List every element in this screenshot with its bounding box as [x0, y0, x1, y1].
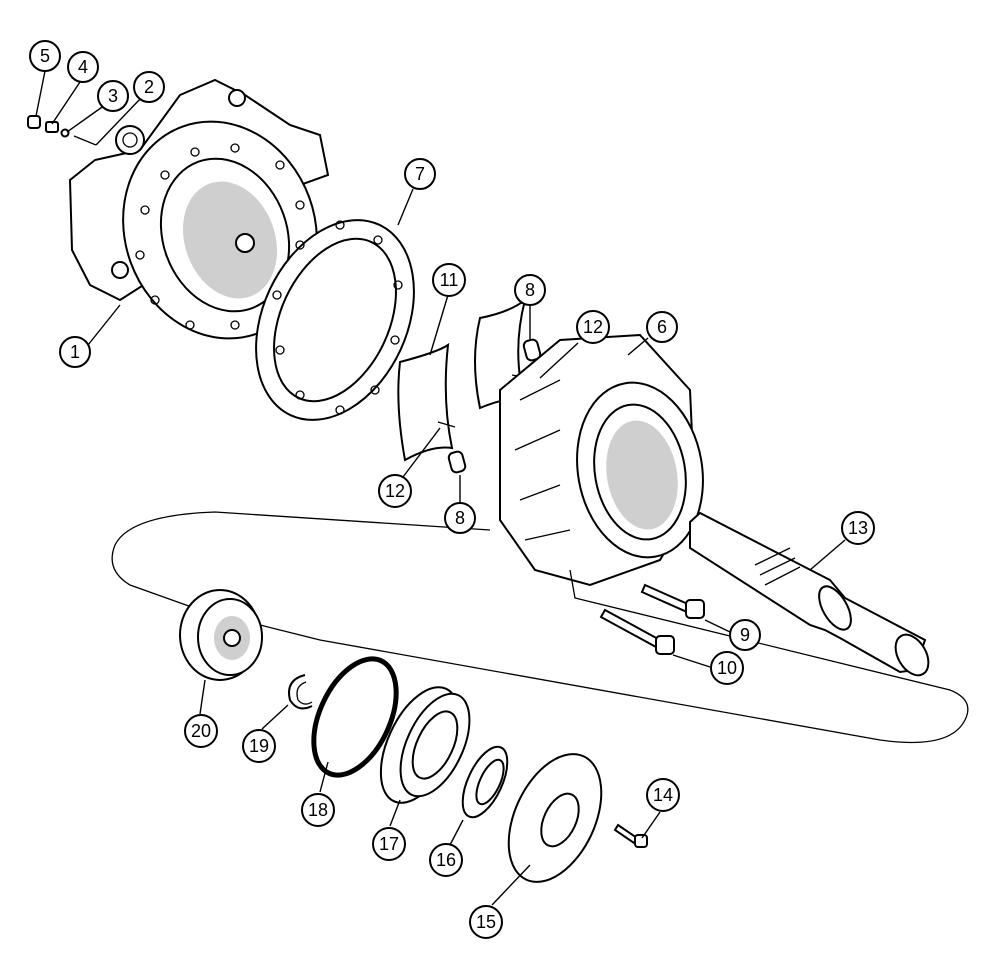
callout-8-lower: 8 — [444, 502, 476, 534]
callout-6: 6 — [646, 311, 678, 343]
callout-label: 10 — [717, 658, 737, 678]
callout-8-upper: 8 — [514, 274, 546, 306]
callout-label: 9 — [740, 625, 750, 645]
part-o-ring — [311, 656, 399, 778]
callout-label: 4 — [78, 57, 88, 77]
callout-5: 5 — [29, 40, 61, 72]
callout-label: 17 — [379, 834, 399, 854]
callout-label: 1 — [70, 342, 80, 362]
callout-label: 13 — [848, 518, 868, 538]
callout-label: 8 — [525, 280, 535, 300]
callout-label: 2 — [144, 77, 154, 97]
callout-label: 12 — [583, 317, 603, 337]
part-ball-bearing — [179, 589, 263, 681]
part-retaining-plate — [507, 753, 603, 883]
callout-20: 20 — [184, 714, 218, 748]
part-fittings — [27, 115, 97, 146]
callout-18: 18 — [301, 793, 335, 827]
callout-label: 15 — [476, 912, 496, 932]
callout-label: 3 — [108, 86, 118, 106]
part-gasket — [255, 219, 415, 421]
callout-3: 3 — [97, 80, 129, 112]
callout-4: 4 — [67, 51, 99, 83]
callout-label: 6 — [657, 317, 667, 337]
part-bearing-housing — [499, 333, 704, 587]
callout-7: 7 — [404, 158, 436, 190]
leader-lines — [35, 70, 846, 906]
callout-label: 16 — [436, 850, 456, 870]
callout-17: 17 — [372, 827, 406, 861]
callout-15: 15 — [469, 905, 503, 939]
callout-9: 9 — [729, 619, 761, 651]
callout-label: 8 — [455, 508, 465, 528]
callout-label: 11 — [440, 270, 459, 290]
part-seal — [461, 745, 509, 819]
part-screws — [599, 583, 705, 655]
callout-13: 13 — [841, 511, 875, 545]
callout-12-upper: 12 — [576, 310, 610, 344]
callout-14: 14 — [646, 778, 680, 812]
callout-label: 18 — [308, 800, 328, 820]
callout-16: 16 — [429, 843, 463, 877]
callout-12-lower: 12 — [378, 474, 412, 508]
callout-19: 19 — [242, 729, 276, 763]
callout-label: 7 — [415, 164, 425, 184]
callout-label: 12 — [385, 481, 405, 501]
callout-label: 20 — [191, 721, 211, 741]
callout-label: 5 — [40, 46, 50, 66]
part-housing — [68, 78, 330, 340]
part-snap-ring — [288, 674, 313, 710]
part-seal-carrier — [379, 686, 471, 804]
part-shaft — [689, 511, 930, 677]
callout-10: 10 — [710, 651, 744, 685]
part-cap-screw — [613, 823, 648, 848]
callout-label: 14 — [653, 785, 673, 805]
callout-11: 11 — [432, 263, 466, 297]
callout-label: 19 — [249, 736, 269, 756]
callout-1: 1 — [59, 336, 91, 368]
callout-2: 2 — [133, 71, 165, 103]
